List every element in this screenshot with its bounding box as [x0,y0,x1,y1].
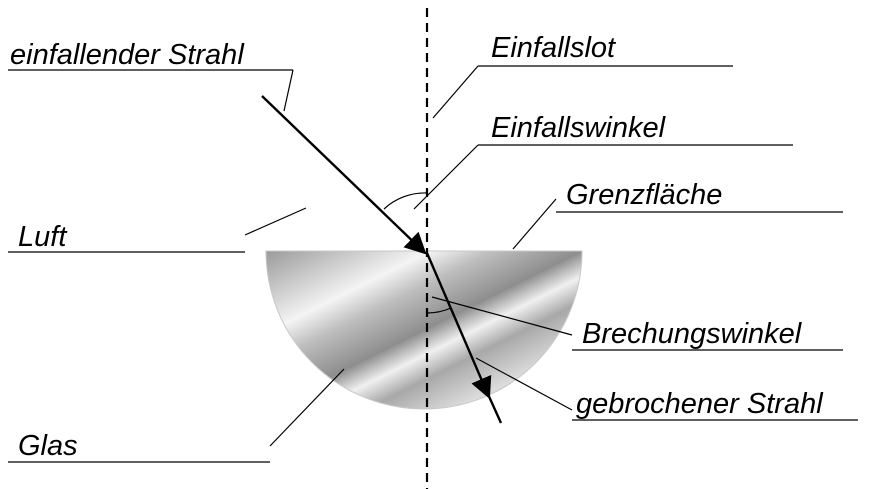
refracted-ray-tail [485,391,503,424]
label-grenzflaeche: Grenzfläche [566,179,722,211]
leader-glas [269,368,345,447]
label-einfallender-strahl: einfallender Strahl [10,39,245,71]
incidence-angle-arc [383,192,428,210]
leader-einfallswinkel [413,144,479,210]
label-einfallswinkel: Einfallswinkel [491,112,667,144]
leader-brechungswinkel [431,296,573,336]
label-gebrochener-strahl: gebrochener Strahl [576,388,824,420]
incident-ray [261,95,427,255]
leader-grenzflaeche [512,198,557,250]
label-brechungswinkel: Brechungswinkel [582,318,803,350]
refracted-ray [425,252,492,399]
label-luft: Luft [18,221,68,253]
label-einfallslot: Einfallslot [491,32,617,64]
leader-gebrochener-strahl [475,357,573,411]
refraction-angle-arc [426,307,452,314]
leader-luft [244,207,307,236]
label-glas: Glas [18,430,78,462]
leader-einfallslot [432,65,479,119]
leader-einfallender-strahl [283,69,294,112]
glass-halfdisc [265,250,583,410]
